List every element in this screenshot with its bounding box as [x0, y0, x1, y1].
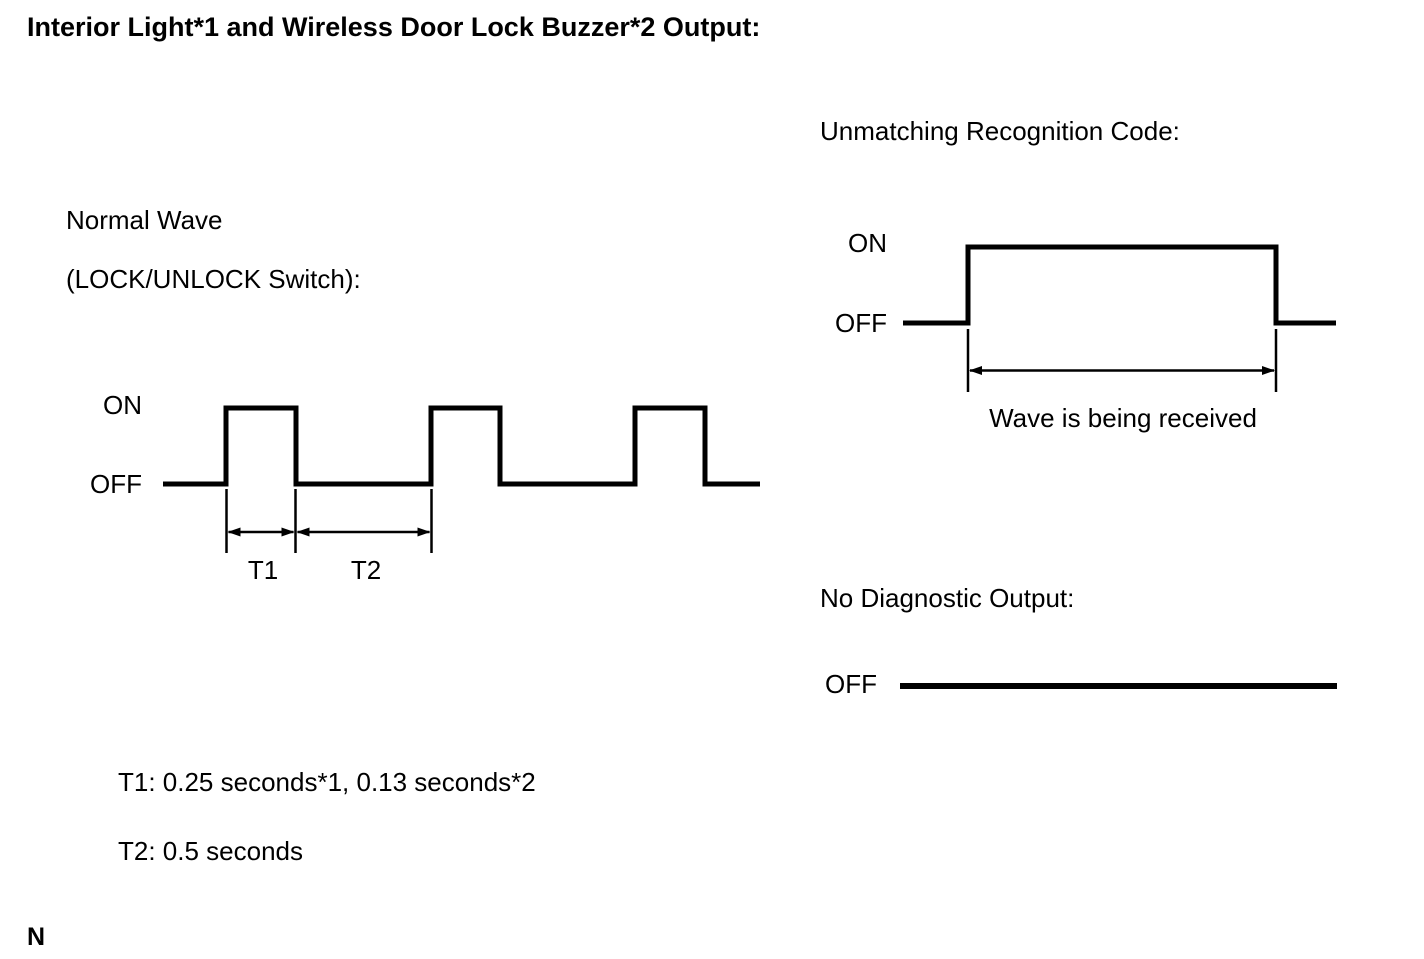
unmatching-wave-graphic [903, 244, 1336, 326]
t1-timing-note: T1: 0.25 seconds*1, 0.13 seconds*2 [118, 767, 536, 797]
normal-wave-dimension-arrows [225, 489, 433, 553]
unmatching-on-label: ON [848, 228, 887, 258]
unmatching-wave-dimension-arrow [966, 329, 1278, 392]
no-diagnostic-heading: No Diagnostic Output: [820, 583, 1075, 613]
unmatching-off-label: OFF [835, 308, 887, 338]
footer-mark: N [27, 923, 46, 951]
t2-dimension-label: T2 [350, 555, 382, 585]
normal-wave-heading-line2: (LOCK/UNLOCK Switch): [66, 264, 361, 294]
normal-wave-heading-line1: Normal Wave [66, 205, 223, 235]
unmatching-heading: Unmatching Recognition Code: [820, 116, 1180, 146]
normal-wave-graphic [163, 405, 760, 487]
t2-timing-note: T2: 0.5 seconds [118, 836, 303, 866]
normal-wave-on-label: ON [103, 390, 142, 420]
page-title: Interior Light*1 and Wireless Door Lock … [27, 12, 761, 42]
normal-wave-off-label: OFF [90, 469, 142, 499]
t1-dimension-label: T1 [247, 555, 279, 585]
no-diagnostic-off-label: OFF [825, 669, 877, 699]
wave-received-caption: Wave is being received [989, 403, 1257, 433]
